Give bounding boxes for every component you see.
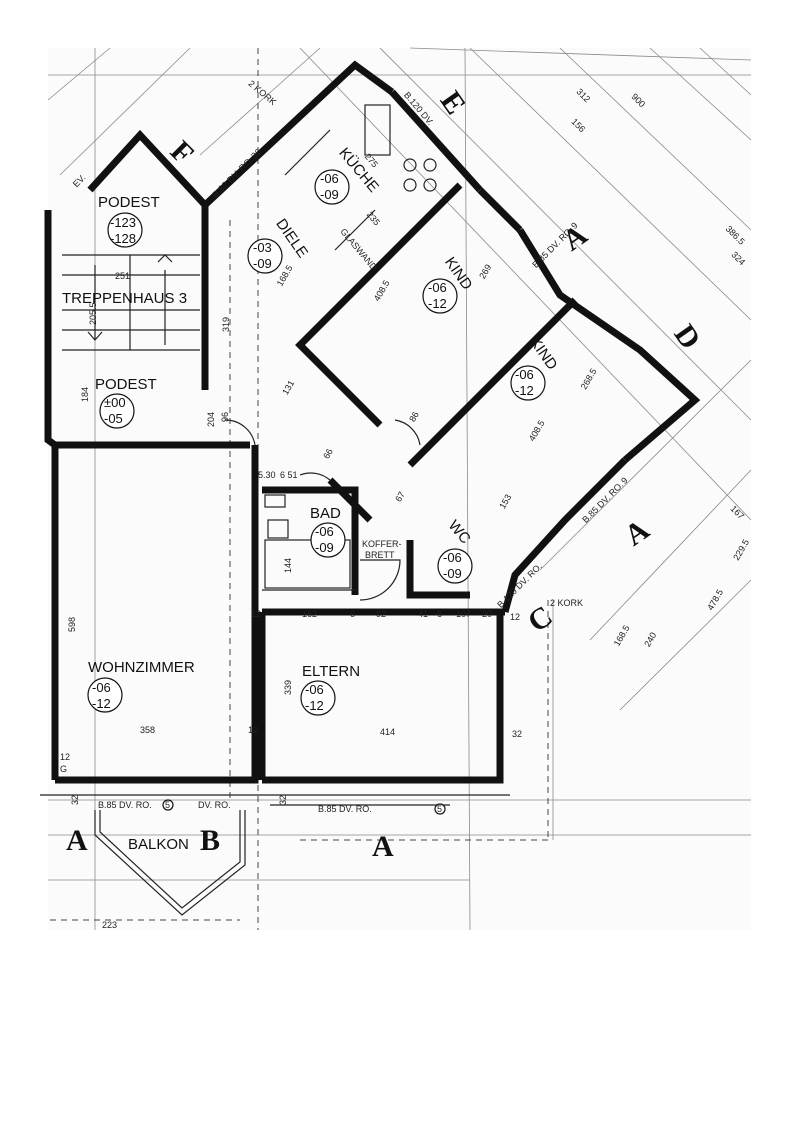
room-kueche-level-top: -06 (320, 171, 339, 186)
walls (44, 60, 701, 916)
level-circle (300, 680, 336, 716)
dimension-label: 12 (248, 725, 258, 735)
room-wohnzimmer-level-bottom: -12 (92, 696, 111, 711)
room-eltern-level-top: -06 (305, 682, 324, 697)
room-podest-2-level-bottom: -05 (104, 411, 123, 426)
room-kind-1-level-bottom: -12 (428, 296, 447, 311)
dimension-label: 86 (407, 410, 421, 424)
dimension-label: 66 (321, 447, 335, 461)
room-bad-name: BAD (310, 505, 341, 522)
room-eltern-name: ELTERN (302, 663, 360, 680)
room-podest-2-level-top: ±00 (104, 395, 126, 410)
dimension-label: 205.5 (88, 302, 98, 325)
window-number: 5 (437, 804, 442, 814)
window-label: B.85 DV. RO. (98, 800, 152, 810)
interior-lines (40, 104, 510, 806)
level-circle (87, 677, 123, 713)
kofferbrett-label-2: BRETT (365, 550, 395, 560)
dimension-label: 358 (140, 725, 155, 735)
dimension-label: 144 (283, 558, 293, 573)
dimension-label: 6 (437, 609, 442, 619)
dimension-label: 92 (376, 609, 386, 619)
section-marker-b: B (200, 824, 220, 857)
dimension-label: 32 (512, 729, 522, 739)
room-diele-level-top: -03 (253, 240, 272, 255)
kork-label: 2 KORK (550, 598, 583, 608)
kofferbrett-label-1: KOFFER- (362, 539, 402, 549)
room-wc-level-bottom: -09 (443, 566, 462, 581)
room-wc-level-top: -06 (443, 550, 462, 565)
dimension-label: 12 (251, 609, 261, 619)
room-kind-1-level-top: -06 (428, 280, 447, 295)
dimension-label: 223 (102, 920, 117, 930)
room-eltern-level-bottom: -12 (305, 698, 324, 713)
dimension-label: G (60, 764, 67, 774)
dimension-label: 339 (283, 680, 293, 695)
level-circle (314, 169, 350, 205)
dimension-label: 96 (220, 412, 230, 422)
room-podest-1-level-top: -123 (110, 215, 136, 230)
dimension-label: 41 (418, 609, 428, 619)
stairs (62, 254, 200, 351)
room-bad-level-bottom: -09 (315, 540, 334, 555)
dimension-label: 6 51 (280, 470, 298, 480)
section-marker-a: A (66, 824, 88, 857)
room-balkon-name: BALKON (128, 836, 189, 853)
level-circle (107, 212, 143, 248)
dimension-label: 251 (115, 271, 130, 281)
dimension-label: 107 (456, 609, 471, 619)
dimension-label: 6 (350, 609, 355, 619)
dimension-label: 319 (221, 317, 231, 332)
dimension-label: 67 (393, 490, 407, 504)
dimension-label: 12 (510, 612, 520, 622)
window-number-circle (162, 799, 174, 811)
construction-grid (47, 47, 752, 931)
room-podest-1-name: PODEST (98, 194, 160, 211)
room-podest-2-name: PODEST (95, 376, 157, 393)
dimension-label: 184 (80, 387, 90, 402)
dimension-label: 32 (278, 795, 288, 805)
level-circle (510, 365, 546, 401)
room-wohnzimmer-level-top: -06 (92, 680, 111, 695)
window-label: DV. RO. (198, 800, 231, 810)
dimension-label: 414 (380, 727, 395, 737)
room-wohnzimmer-name: WOHNZIMMER (88, 659, 195, 676)
room-bad-level-top: -06 (315, 524, 334, 539)
dimension-label: 32 (70, 795, 80, 805)
room-diele-level-bottom: -09 (253, 256, 272, 271)
dimension-label: 12 (60, 752, 70, 762)
room-kind-2-level-bottom: -12 (515, 383, 534, 398)
level-circle (422, 278, 458, 314)
dimension-label: 598 (67, 617, 77, 632)
dimension-label: 20 (482, 609, 492, 619)
level-circle (437, 548, 473, 584)
dimension-label: 204 (206, 412, 216, 427)
plan-sheet (48, 48, 751, 930)
room-kueche-level-bottom: -09 (320, 187, 339, 202)
room-kind-2-level-top: -06 (515, 367, 534, 382)
level-circle (310, 522, 346, 558)
dimension-label: 162 (302, 609, 317, 619)
room-podest-1-level-bottom: -128 (110, 231, 136, 246)
level-circle (247, 238, 283, 274)
window-label: B.85 DV. RO. (318, 804, 372, 814)
dimension-label: 5.30 (258, 470, 276, 480)
window-number: 9 (569, 220, 580, 231)
window-number: 9 (619, 475, 630, 486)
room-treppenhaus-name: TREPPENHAUS 3 (62, 290, 187, 307)
window-number: 5 (165, 800, 170, 810)
section-marker-a: A (372, 830, 394, 863)
window-number-circle (434, 803, 446, 815)
level-circle (99, 393, 135, 429)
